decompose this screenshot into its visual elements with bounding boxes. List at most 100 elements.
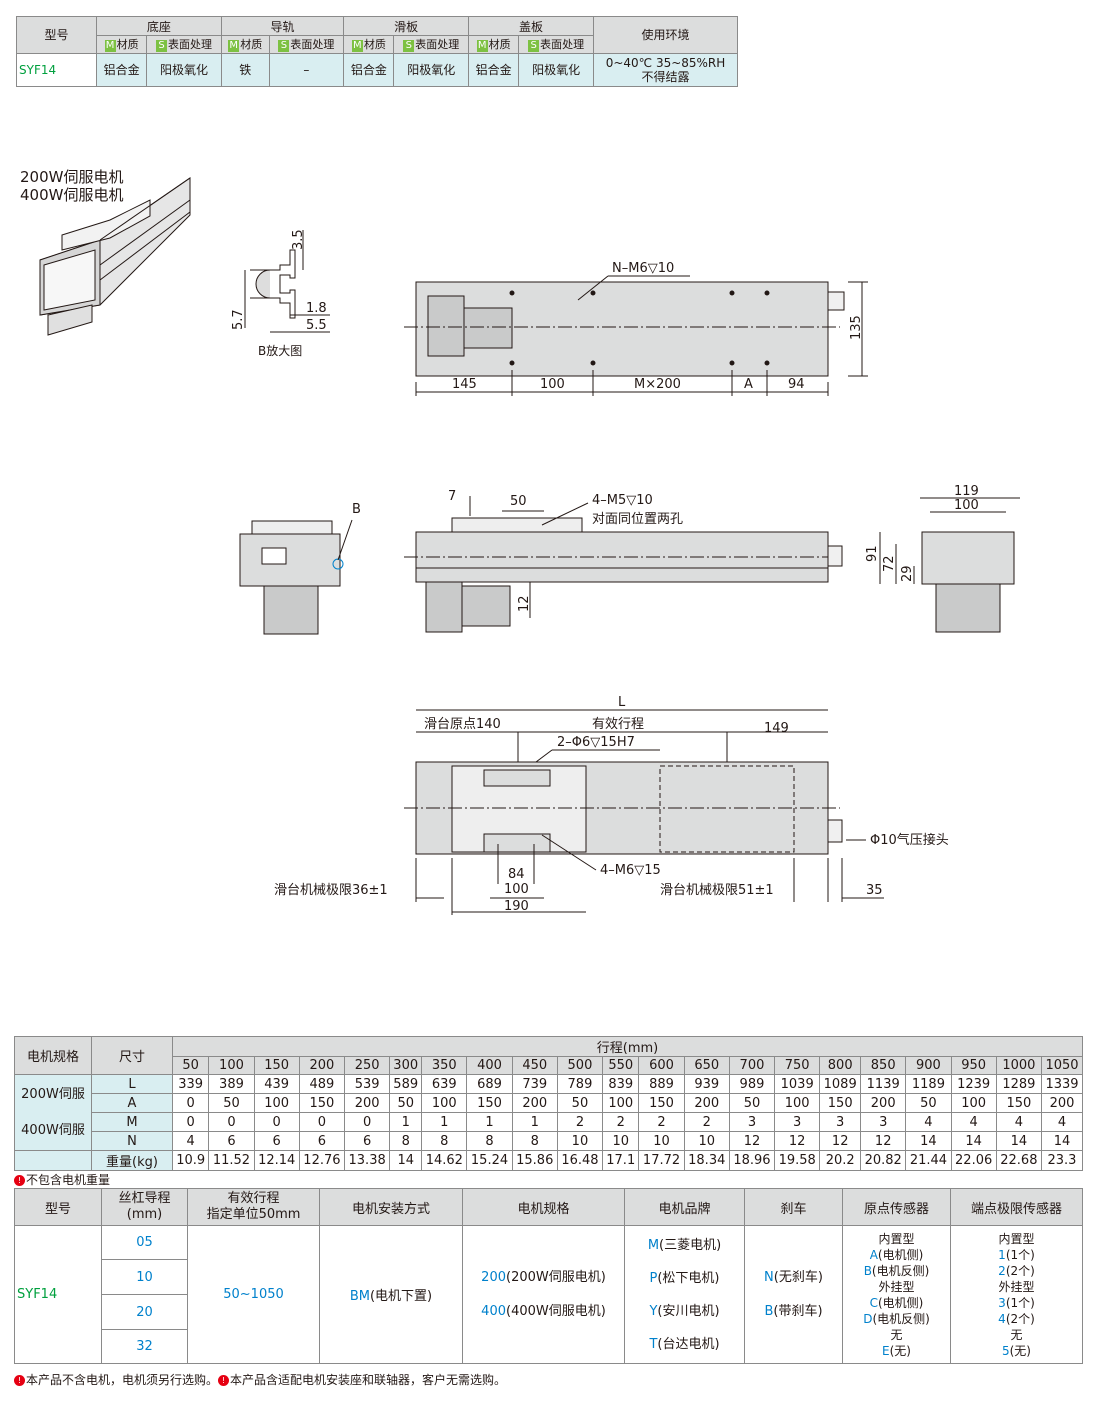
brand-m-code: M <box>647 1237 660 1253</box>
table-cell: 3 <box>728 1112 776 1132</box>
table-cell: 1339 <box>1040 1074 1084 1094</box>
table-cell: 19.58 <box>774 1150 821 1171</box>
origin-d-text: (电机反侧) <box>872 1311 930 1326</box>
table-cell: 1 <box>421 1112 468 1132</box>
table-cell: 17.72 <box>638 1150 685 1171</box>
stroke-value-header: 50 <box>171 1056 210 1075</box>
brand-y-code: Y <box>649 1303 658 1319</box>
stroke-value-header: 1000 <box>995 1056 1042 1075</box>
surface-label: 表面处理 <box>290 38 335 52</box>
table-cell: 15.86 <box>511 1150 558 1171</box>
stroke-value-header: 200 <box>298 1056 346 1075</box>
origin-outer-label: 外挂型 <box>878 1279 915 1294</box>
table-cell: 2 <box>556 1112 604 1132</box>
origin-d-code: D <box>863 1311 873 1326</box>
table-cell: 589 <box>389 1074 423 1094</box>
table-cell: 889 <box>638 1074 685 1094</box>
limit-3-code: 3 <box>998 1295 1006 1310</box>
table-cell: 21.44 <box>905 1150 952 1171</box>
end-dim-100: 100 <box>954 498 979 513</box>
table-cell: 6 <box>208 1131 255 1151</box>
stroke-header: 行程(mm) <box>172 1036 1083 1057</box>
table-cell: 3 <box>774 1112 821 1132</box>
origin-b-code: B <box>863 1263 872 1278</box>
stroke-value-header: 550 <box>602 1056 640 1075</box>
table-cell: 150 <box>638 1093 685 1113</box>
table-cell: 4 <box>995 1112 1042 1132</box>
dimension-header: 尺寸 <box>91 1036 173 1075</box>
end-view: 119 100 91 72 29 <box>865 484 1020 633</box>
stroke-header-text: 有效行程 <box>227 1191 280 1206</box>
table-cell: 2 <box>602 1112 640 1132</box>
origin-a-text: (电机侧) <box>877 1247 924 1262</box>
table-cell: 3 <box>819 1112 862 1132</box>
lead-20: 20 <box>101 1294 188 1330</box>
table-cell: 8 <box>421 1131 468 1151</box>
end-dim-29: 29 <box>900 565 915 582</box>
brand-p-text: (松下电机) <box>657 1270 720 1286</box>
table-cell: 989 <box>728 1074 776 1094</box>
table-cell: 10 <box>638 1131 685 1151</box>
order-note-1: 本产品不含电机，电机须另行选购。 <box>26 1373 219 1387</box>
order-brand-header: 电机品牌 <box>624 1188 745 1226</box>
front-hole-note-2: 对面同位置两孔 <box>592 512 683 527</box>
row-label: 重量(kg) <box>91 1150 173 1171</box>
s-tag: S <box>528 40 540 53</box>
bottom-dim-100: 100 <box>504 882 529 897</box>
table-cell: 22.06 <box>950 1150 997 1171</box>
motor-200-code: 200 <box>481 1269 506 1285</box>
table-cell: 14 <box>995 1131 1042 1151</box>
order-model: SYF14 <box>14 1225 102 1364</box>
base-header: 底座 <box>96 15 222 37</box>
base-material: 铝合金 <box>95 52 148 87</box>
table-cell: 339 <box>171 1074 210 1094</box>
table-cell: 8 <box>511 1131 558 1151</box>
table-cell: 0 <box>171 1112 210 1132</box>
limit-5-code: 5 <box>1001 1343 1010 1358</box>
stroke-range: 50~1050 <box>187 1225 320 1364</box>
table-cell: 4 <box>950 1112 997 1132</box>
brand-y-text: (安川电机) <box>657 1303 720 1319</box>
order-stroke-header: 有效行程指定单位50mm <box>187 1188 320 1226</box>
top-dim-94: 94 <box>788 377 805 392</box>
order-notes: !本产品不含电机，电机须另行选购。!本产品含适配电机安装座和联轴器，客户无需选购… <box>14 1371 506 1388</box>
table-cell: 4 <box>905 1112 952 1132</box>
table-cell: 50 <box>728 1093 776 1113</box>
order-motor-header: 电机规格 <box>462 1188 625 1226</box>
weight-note-text: 不包含电机重量 <box>26 1173 111 1187</box>
table-cell: 14 <box>389 1150 423 1171</box>
weight-spacer <box>14 1150 92 1171</box>
mount-cell: BM(电机下置) <box>319 1225 463 1364</box>
table-cell: 50 <box>905 1093 952 1113</box>
s-tag: S <box>156 40 168 53</box>
slide-header: 滑板 <box>343 15 470 37</box>
table-cell: 0 <box>298 1112 346 1132</box>
motor-400-text: (400W伺服电机) <box>506 1303 606 1319</box>
dim-3-5: 3.5 <box>291 229 306 250</box>
brake-n-text: (无刹车) <box>773 1269 823 1285</box>
brake-b-text: (带刹车) <box>773 1303 823 1319</box>
table-cell: 20.2 <box>819 1150 862 1171</box>
s-tag: S <box>403 40 415 53</box>
cover-surface: 阳极氧化 <box>518 52 594 87</box>
origin-inner-label: 内置型 <box>878 1231 915 1246</box>
table-cell: 12 <box>774 1131 821 1151</box>
table-cell: 200 <box>1040 1093 1084 1113</box>
bottom-dim-l: L <box>618 695 626 710</box>
bottom-view: L 滑台原点140 有效行程 149 2–Φ6▽15H7 Φ10气压接头 4–M… <box>274 695 949 915</box>
stroke-value-header: 850 <box>860 1056 907 1075</box>
table-cell: 12.14 <box>253 1150 300 1171</box>
material-label: 材质 <box>363 38 386 52</box>
table-cell: 10 <box>602 1131 640 1151</box>
limit-none-label: 无 <box>1010 1327 1023 1342</box>
motor-200-text: (200W伺服电机) <box>506 1269 606 1285</box>
front-dim-12: 12 <box>517 595 532 612</box>
table-cell: 489 <box>298 1074 346 1094</box>
table-cell: 0 <box>253 1112 300 1132</box>
